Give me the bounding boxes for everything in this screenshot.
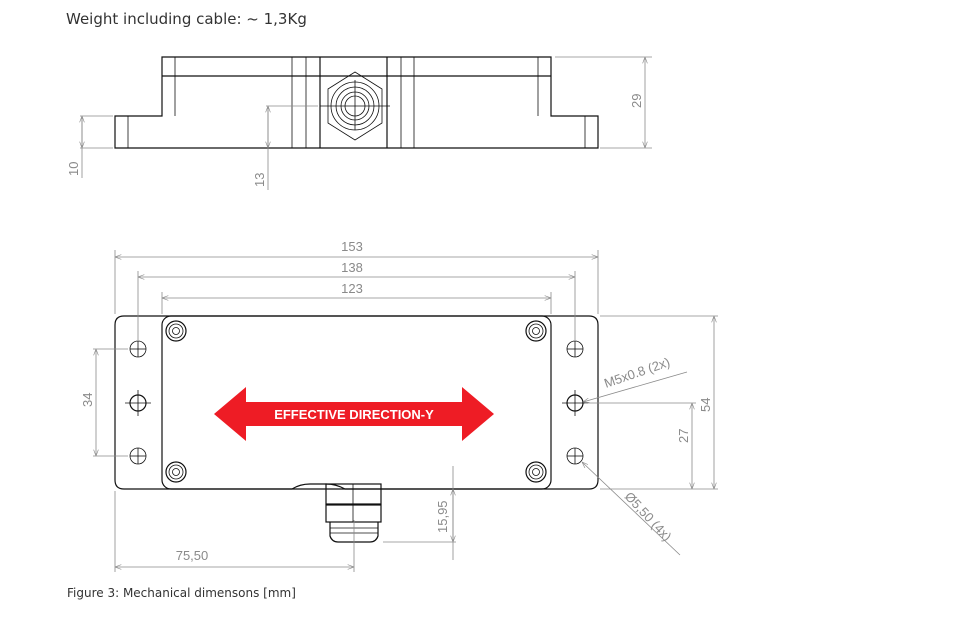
figure-caption: Figure 3: Mechanical dimensons [mm] xyxy=(67,586,296,600)
hole-callout: Ø5,50 (4x) xyxy=(622,489,675,544)
arrow-label: EFFECTIVE DIRECTION-Y xyxy=(274,407,434,422)
cable-gland-nut xyxy=(320,71,390,141)
dim-gland-13: 13 xyxy=(252,173,267,187)
top-view: EFFECTIVE DIRECTION-Y 153 138 123 34 54 … xyxy=(80,239,718,572)
side-view: 29 10 13 xyxy=(66,56,652,190)
thread-callout: M5x0.8 (2x) xyxy=(602,354,672,391)
effective-direction-arrow: EFFECTIVE DIRECTION-Y xyxy=(214,387,494,441)
mounting-screws xyxy=(165,320,547,483)
dim-height-29: 29 xyxy=(629,94,644,108)
dim-body-123: 123 xyxy=(341,281,363,296)
dim-length-153: 153 xyxy=(341,239,363,254)
dim-27: 27 xyxy=(676,429,691,443)
dim-34: 34 xyxy=(80,393,95,407)
dim-75-50: 75,50 xyxy=(176,548,209,563)
weight-heading: Weight including cable: ~ 1,3Kg xyxy=(66,10,307,28)
dim-flange-10: 10 xyxy=(66,162,81,176)
dim-15-95: 15,95 xyxy=(435,500,450,533)
cable-gland xyxy=(325,483,382,543)
dim-54: 54 xyxy=(698,398,713,412)
mounting-holes xyxy=(125,340,588,465)
dim-hole-spacing-138: 138 xyxy=(341,260,363,275)
